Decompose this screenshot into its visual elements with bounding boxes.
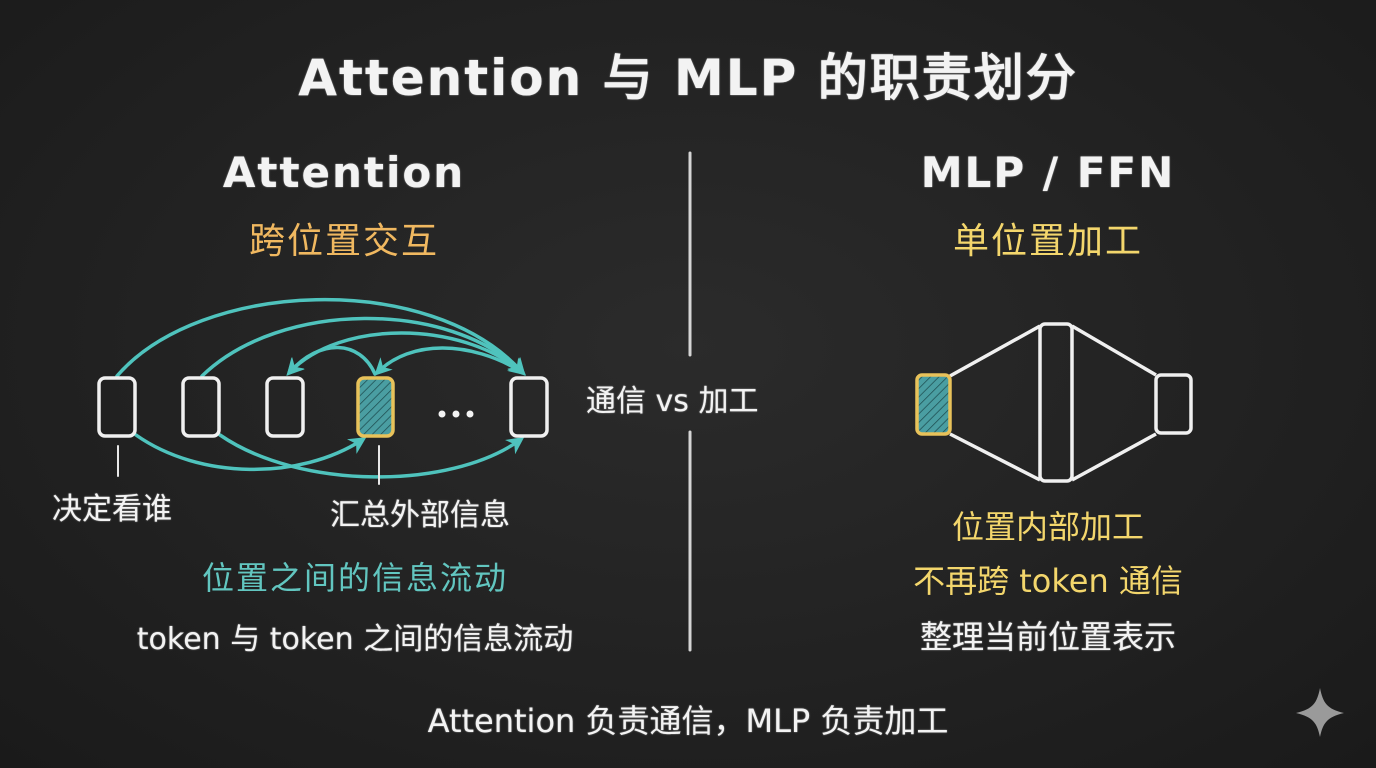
page-title: Attention 与 MLP 的职责划分 (298, 49, 1078, 107)
token-box-1 (97, 376, 137, 438)
center-comparison-label: 通信 vs 加工 (586, 384, 759, 419)
mlp-input-token (915, 373, 952, 436)
token-box-n (509, 376, 549, 438)
mlp-line-2: 不再跨 token 通信 (913, 562, 1183, 600)
attention-caption-white: token 与 token 之间的信息流动 (136, 622, 574, 657)
mlp-heading: MLP / FFN (920, 148, 1176, 197)
mlp-subheading: 单位置加工 (952, 221, 1143, 262)
ellipsis-dots (438, 410, 474, 418)
sparkle-icon (1296, 688, 1344, 737)
label-aggregate-info: 汇总外部信息 (330, 498, 510, 533)
mlp-output-token (1154, 373, 1193, 435)
attention-subheading: 跨位置交互 (248, 221, 439, 262)
attention-arrows (115, 297, 527, 479)
token-box-3 (265, 376, 305, 438)
token-box-2 (181, 376, 221, 438)
token-box-current (356, 376, 395, 438)
mlp-line-3: 整理当前位置表示 (919, 618, 1176, 656)
attention-heading: Attention (222, 148, 466, 197)
label-decide-who: 决定看谁 (52, 492, 172, 527)
footer-summary: Attention 负责通信，MLP 负责加工 (427, 702, 949, 740)
mlp-line-1: 位置内部加工 (951, 508, 1144, 546)
mlp-diagram (915, 322, 1193, 483)
label-pointers (117, 445, 380, 485)
mlp-hidden-layer (1038, 322, 1074, 483)
attention-caption-teal: 位置之间的信息流动 (201, 559, 508, 597)
token-sequence (97, 376, 549, 438)
